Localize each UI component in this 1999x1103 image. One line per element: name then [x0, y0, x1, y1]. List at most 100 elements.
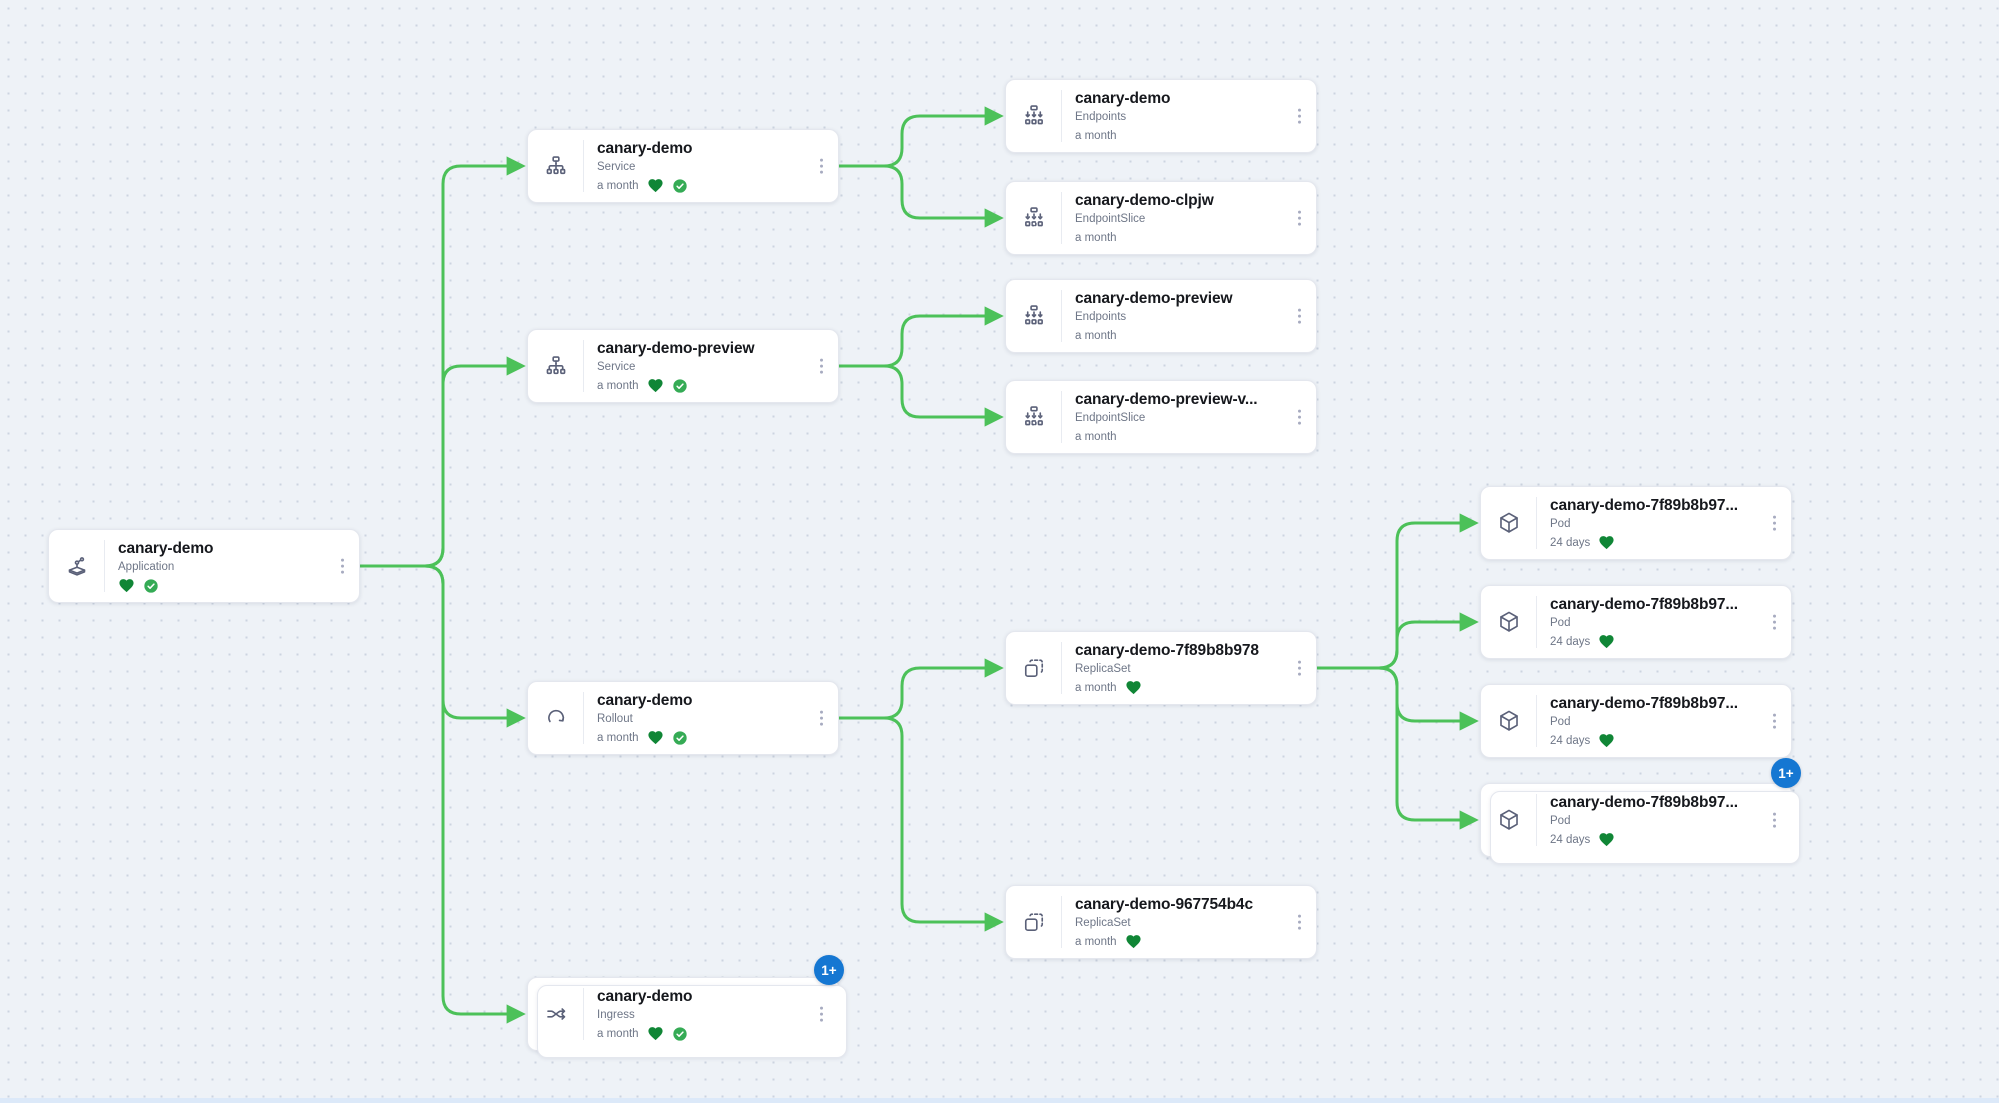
pod-icon	[1481, 609, 1536, 635]
divider	[583, 140, 584, 192]
bottom-scroll-strip[interactable]	[0, 1098, 1999, 1103]
replicaset-icon	[1006, 655, 1061, 681]
service-icon	[528, 353, 583, 379]
node-service-canary-demo[interactable]: canary-demo Service a month	[527, 129, 839, 203]
node-menu-button[interactable]	[1294, 207, 1305, 230]
group-count-badge[interactable]: 1+	[1771, 758, 1801, 788]
node-pod-4[interactable]: 1+ canary-demo-7f89b8b97... Pod 24 days	[1480, 758, 1801, 864]
node-title: canary-demo-7f89b8b97...	[1550, 794, 1738, 811]
node-pod-1[interactable]: canary-demo-7f89b8b97... Pod 24 days	[1480, 486, 1792, 560]
divider	[1536, 794, 1537, 846]
node-title: canary-demo-clpjw	[1075, 192, 1214, 209]
health-heart-icon	[647, 177, 664, 194]
node-menu-button[interactable]	[816, 1003, 827, 1026]
node-title: canary-demo	[597, 692, 693, 709]
node-title: canary-demo	[597, 140, 693, 157]
node-menu-button[interactable]	[1769, 809, 1780, 832]
node-title: canary-demo-7f89b8b97...	[1550, 596, 1738, 613]
node-pod-2[interactable]: canary-demo-7f89b8b97... Pod 24 days	[1480, 585, 1792, 659]
node-age: a month	[1075, 129, 1117, 142]
node-endpointslice-canary-demo-clpjw[interactable]: canary-demo-clpjw EndpointSlice a month	[1005, 181, 1317, 255]
pod-icon	[1481, 708, 1536, 734]
node-age: 24 days	[1550, 833, 1591, 846]
node-kind: Application	[118, 561, 175, 573]
node-menu-button[interactable]	[1294, 305, 1305, 328]
node-kind: Pod	[1550, 815, 1571, 827]
node-kind: Pod	[1550, 716, 1571, 728]
node-menu-button[interactable]	[1769, 512, 1780, 535]
node-kind: EndpointSlice	[1075, 412, 1146, 424]
node-application-canary-demo[interactable]: canary-demo Application	[48, 529, 360, 603]
node-title: canary-demo	[1075, 90, 1171, 107]
node-kind: Ingress	[597, 1009, 635, 1021]
group-count-badge[interactable]: 1+	[814, 955, 844, 985]
node-age: 24 days	[1550, 734, 1591, 747]
synced-check-icon	[672, 730, 688, 746]
health-heart-icon	[647, 377, 664, 394]
divider	[1536, 497, 1537, 549]
node-endpoints-canary-demo[interactable]: canary-demo Endpoints a month	[1005, 79, 1317, 153]
node-menu-button[interactable]	[1769, 611, 1780, 634]
node-menu-button[interactable]	[1294, 105, 1305, 128]
node-age: a month	[1075, 231, 1117, 244]
divider	[1061, 90, 1062, 142]
node-menu-button[interactable]	[1294, 406, 1305, 429]
node-pod-3[interactable]: canary-demo-7f89b8b97... Pod 24 days	[1480, 684, 1792, 758]
node-menu-button[interactable]	[1769, 710, 1780, 733]
rollout-icon	[528, 705, 583, 731]
health-heart-icon	[1598, 732, 1615, 749]
node-age: a month	[1075, 681, 1117, 694]
health-heart-icon	[118, 577, 135, 594]
node-kind: EndpointSlice	[1075, 213, 1146, 225]
node-ingress-canary-demo[interactable]: 1+ canary-demo Ingress a month	[527, 955, 847, 1058]
node-menu-button[interactable]	[816, 707, 827, 730]
node-menu-button[interactable]	[1294, 911, 1305, 934]
divider	[583, 692, 584, 744]
node-menu-button[interactable]	[816, 355, 827, 378]
divider	[1061, 192, 1062, 244]
node-replicaset-canary-demo-7f89b8b978[interactable]: canary-demo-7f89b8b978 ReplicaSet a mont…	[1005, 631, 1317, 705]
ingress-icon	[528, 1001, 583, 1027]
node-menu-button[interactable]	[816, 155, 827, 178]
node-rollout-canary-demo[interactable]: canary-demo Rollout a month	[527, 681, 839, 755]
node-menu-button[interactable]	[1294, 657, 1305, 680]
health-heart-icon	[647, 729, 664, 746]
divider	[583, 340, 584, 392]
node-kind: Rollout	[597, 713, 633, 725]
divider	[1061, 642, 1062, 694]
node-replicaset-canary-demo-967754b4c[interactable]: canary-demo-967754b4c ReplicaSet a month	[1005, 885, 1317, 959]
node-service-canary-demo-preview[interactable]: canary-demo-preview Service a month	[527, 329, 839, 403]
node-title: canary-demo-7f89b8b97...	[1550, 497, 1738, 514]
divider	[1061, 290, 1062, 342]
node-menu-button[interactable]	[337, 555, 348, 578]
divider	[1536, 596, 1537, 648]
node-kind: ReplicaSet	[1075, 917, 1131, 929]
divider	[1536, 695, 1537, 747]
node-endpoints-canary-demo-preview[interactable]: canary-demo-preview Endpoints a month	[1005, 279, 1317, 353]
node-age: 24 days	[1550, 635, 1591, 648]
divider	[583, 988, 584, 1040]
node-age: a month	[1075, 430, 1117, 443]
node-kind: Pod	[1550, 518, 1571, 530]
application-icon	[49, 553, 104, 579]
node-title: canary-demo-preview	[1075, 290, 1233, 307]
endpointslice-icon	[1006, 404, 1061, 430]
node-kind: Pod	[1550, 617, 1571, 629]
health-heart-icon	[1598, 633, 1615, 650]
node-age: a month	[597, 379, 639, 392]
synced-check-icon	[672, 1026, 688, 1042]
node-title: canary-demo-preview	[597, 340, 755, 357]
synced-check-icon	[143, 578, 159, 594]
replicaset-icon	[1006, 909, 1061, 935]
node-title: canary-demo	[118, 540, 214, 557]
node-title: canary-demo-7f89b8b97...	[1550, 695, 1738, 712]
endpointslice-icon	[1006, 205, 1061, 231]
health-heart-icon	[647, 1025, 664, 1042]
divider	[1061, 896, 1062, 948]
node-age: a month	[1075, 329, 1117, 342]
divider	[104, 540, 105, 592]
node-title: canary-demo	[597, 988, 693, 1005]
node-endpointslice-canary-demo-preview[interactable]: canary-demo-preview-v... EndpointSlice a…	[1005, 380, 1317, 454]
